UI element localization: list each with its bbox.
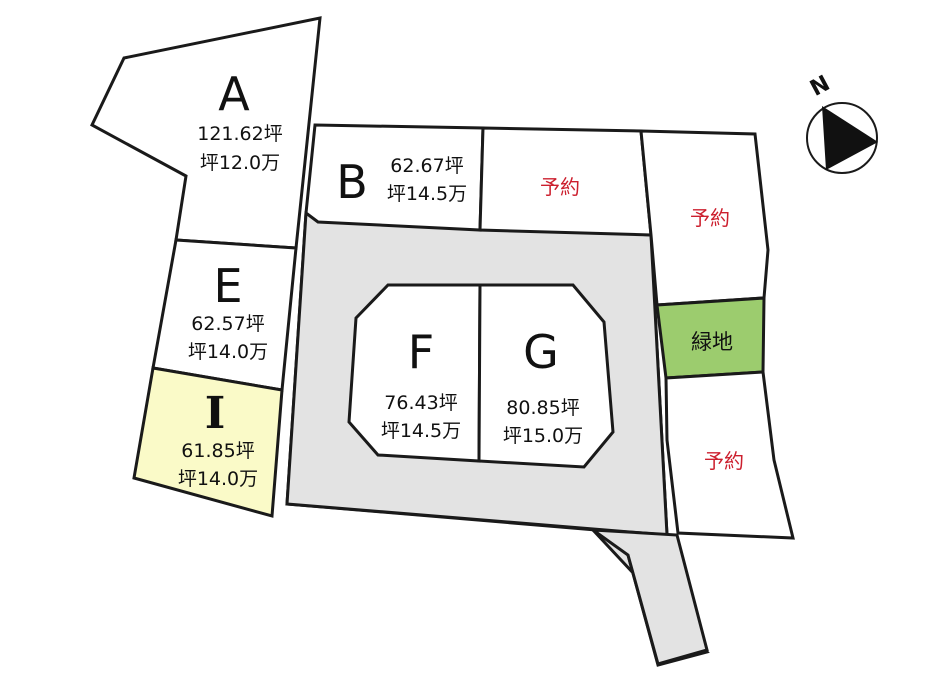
plot-i-area: 61.85坪 <box>181 440 254 462</box>
north-label: N <box>806 71 834 102</box>
plot-g-price: 坪15.0万 <box>503 425 583 447</box>
plot-e-letter: E <box>213 259 242 313</box>
plot-i-price: 坪14.0万 <box>178 468 258 490</box>
plot-f-letter: F <box>408 325 434 379</box>
plot-i-letter: I <box>205 388 226 439</box>
road-spur <box>587 528 709 666</box>
plot-a-area: 121.62坪 <box>197 123 282 145</box>
plot-f-area: 76.43坪 <box>384 392 457 414</box>
plot-g[interactable] <box>477 283 615 469</box>
plot-b-price: 坪14.5万 <box>387 183 467 205</box>
plot-b-area: 62.67坪 <box>390 155 463 177</box>
plot-b[interactable] <box>304 123 485 232</box>
plot-g-letter: G <box>523 325 559 379</box>
reserved-label-top: 予約 <box>540 175 580 199</box>
plot-a-price: 坪12.0万 <box>200 152 280 174</box>
plot-f-price: 坪14.5万 <box>381 420 461 442</box>
plot-g-area: 80.85坪 <box>506 397 579 419</box>
north-compass-icon: N <box>806 71 878 174</box>
plot-a-letter: A <box>218 67 250 121</box>
plot-i[interactable] <box>132 366 284 518</box>
plot-e-area: 62.57坪 <box>191 313 264 335</box>
plot-e-price: 坪14.0万 <box>188 341 268 363</box>
plot-b-letter: B <box>336 155 368 209</box>
green-space-label: 緑地 <box>691 330 733 354</box>
plot-reserved-right-lower[interactable] <box>664 370 795 540</box>
reserved-label-right-upper: 予約 <box>690 206 730 230</box>
reserved-label-right-lower: 予約 <box>704 449 744 473</box>
